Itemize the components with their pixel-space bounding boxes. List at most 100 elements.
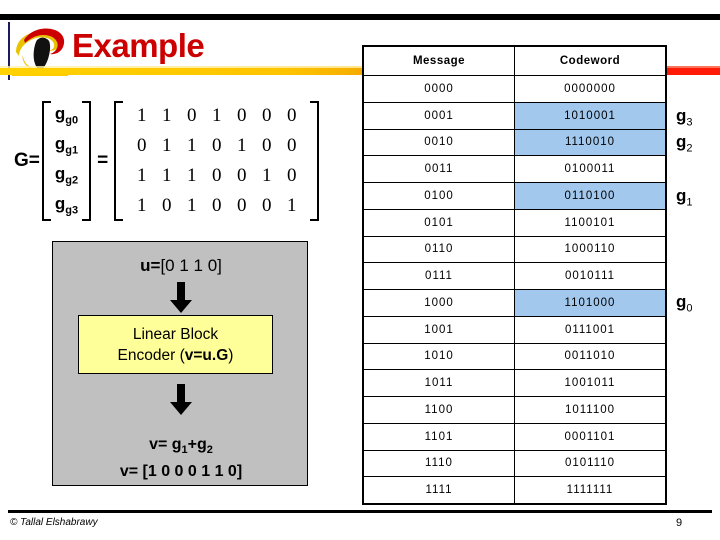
cell-codeword: 0011010	[514, 342, 665, 371]
matrix-cell: 0	[286, 105, 297, 126]
matrix-cell: 1	[186, 165, 197, 186]
cell-codeword: 1110010	[514, 128, 665, 157]
cell-message: 1100	[364, 396, 515, 424]
encoder-box-line1: Linear Block	[132, 325, 219, 343]
matrix-cell: 0	[261, 105, 272, 126]
matrix-cell: 0	[286, 135, 297, 156]
generator-row-label: g0	[676, 292, 693, 315]
matrix-row: 0 1 1 0 1 0 0	[129, 132, 304, 160]
matrix-cell: 0	[211, 135, 222, 156]
matrix-name: G=	[14, 150, 40, 171]
matrix-row-label: gg3	[54, 194, 79, 217]
top-black-rule	[0, 14, 720, 20]
generator-matrix: G= gg0 gg1 gg2 gg3 = 1 1 0 1 0 0 0 0 1 1	[14, 96, 344, 226]
cell-message: 0101	[364, 208, 515, 237]
generator-row-label: g3	[676, 105, 693, 128]
cell-message: 0111	[364, 262, 515, 290]
cell-message: 0011	[364, 155, 515, 183]
encoder-input-line: u=[0 1 1 0]	[53, 256, 309, 276]
row-label-0: g0	[65, 114, 79, 127]
cell-codeword: 0001101	[514, 422, 665, 451]
cell-codeword: 0010111	[514, 262, 665, 290]
matrix-cell: 0	[211, 165, 222, 186]
cell-codeword: 0110100	[514, 182, 665, 210]
matrix-row-label: gg2	[54, 164, 79, 187]
cell-message: 0100	[364, 182, 515, 210]
cell-codeword: 0111001	[514, 315, 665, 344]
row-label-3: g3	[65, 204, 79, 217]
encoder-input-value: [0 1 1 0]	[160, 256, 222, 275]
matrix-cell: 0	[286, 165, 297, 186]
encoder-box-line2: Encoder (v=u.G)	[118, 345, 234, 366]
matrix-cell: 1	[211, 105, 222, 126]
matrix-cell: 1	[236, 135, 247, 156]
cell-message: 0110	[364, 235, 515, 264]
cell-message: 0001	[364, 101, 515, 130]
row-vector-labels: gg0 gg1 gg2 gg3	[51, 101, 82, 221]
encoder-output-value-1: g1+g2	[171, 436, 213, 457]
matrix-cell: 1	[136, 165, 147, 186]
encoder-output-lines: v= g1+g2 v= [1 0 0 0 1 1 0]	[53, 434, 309, 483]
matrix-cell: 0	[236, 165, 247, 186]
cell-codeword: 0100011	[514, 155, 665, 183]
matrix-row: 1 1 1 0 0 1 0	[129, 162, 304, 190]
column-header-codeword: Codeword	[514, 47, 665, 76]
cell-message: 1000	[364, 289, 515, 317]
matrix-cell: 0	[186, 105, 197, 126]
cell-codeword: 1000110	[514, 235, 665, 264]
matrix-row-label: gg1	[54, 134, 79, 157]
page-number: 9	[676, 517, 683, 529]
encoder-output-line-2: v= [1 0 0 0 1 1 0]	[53, 461, 309, 483]
gradient-rule	[0, 68, 720, 75]
cell-message: 1010	[364, 342, 515, 371]
matrix-row: 1 1 0 1 0 0 0	[129, 102, 304, 130]
cell-codeword: 0000000	[514, 75, 665, 103]
cell-codeword: 1001011	[514, 369, 665, 397]
down-arrow-icon	[170, 282, 192, 313]
cell-codeword: 1100101	[514, 208, 665, 237]
cell-codeword: 1101000	[514, 289, 665, 317]
matrix-cell: 0	[161, 195, 172, 216]
matrix-cell: 1	[136, 105, 147, 126]
cell-message: 0000	[364, 75, 515, 103]
encoder-output-label-2: v=	[119, 463, 139, 481]
cell-message: 0010	[364, 128, 515, 157]
matrix-cell: 0	[136, 135, 147, 156]
cell-message: 1001	[364, 315, 515, 344]
left-bracket-open	[41, 101, 51, 221]
down-arrow-icon	[170, 384, 192, 415]
matrix-cell: 1	[286, 195, 297, 216]
right-bracket-close	[310, 101, 320, 221]
cell-codeword: 1111111	[514, 476, 665, 503]
matrix-row: 1 0 1 0 0 0 1	[129, 192, 304, 220]
matrix-row-label: gg0	[54, 104, 79, 127]
matrix-body: 1 1 0 1 0 0 0 0 1 1 0 1 0 0 1 1 1 0	[123, 101, 310, 221]
cell-codeword: 1011100	[514, 396, 665, 424]
column-header-message: Message	[364, 47, 515, 76]
gradient-rule-highlight	[0, 66, 720, 68]
matrix-cell: 1	[186, 135, 197, 156]
cell-message: 1011	[364, 369, 515, 397]
page-title: Example	[72, 27, 205, 64]
encoder-output-label-1: v=	[149, 436, 168, 453]
matrix-cell: 0	[261, 195, 272, 216]
cell-message: 1101	[364, 422, 515, 451]
equals-sign: =	[97, 150, 109, 171]
encoder-output-value-2: [1 0 0 0 1 1 0]	[142, 463, 243, 481]
matrix-cell: 1	[186, 195, 197, 216]
encoder-box-expression: v=u.G	[184, 346, 229, 364]
